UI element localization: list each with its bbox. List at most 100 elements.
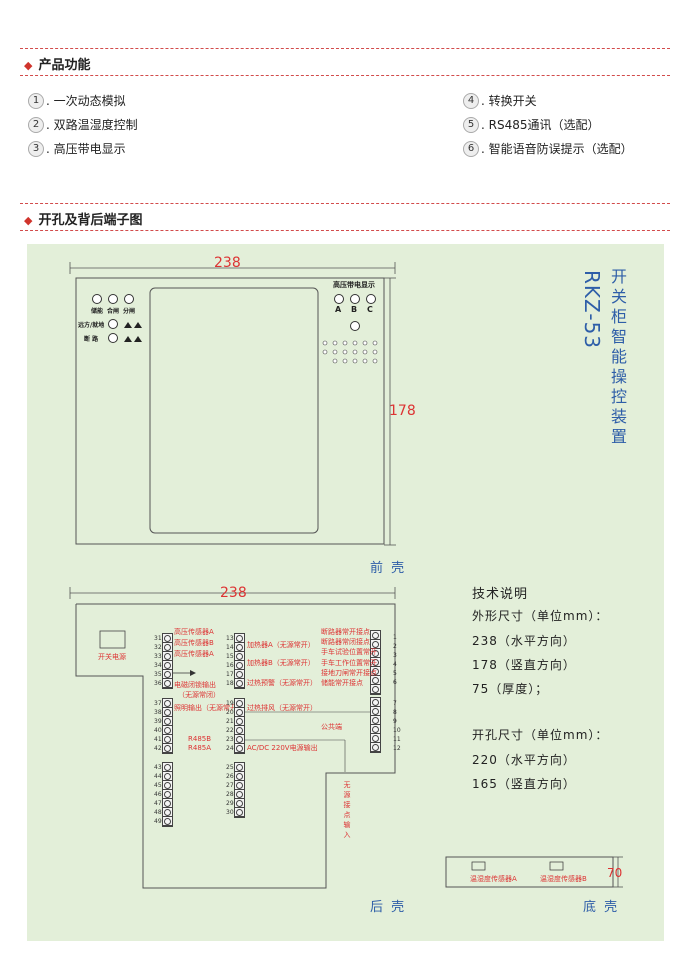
label-acdc-output: AC/DC 220V电源输出: [247, 744, 318, 752]
feature-number: 1: [28, 92, 44, 109]
lamp-label-open: 分闸: [123, 308, 136, 315]
terminal-number: 14: [226, 644, 234, 651]
terminal-number: 34: [154, 662, 162, 669]
spec-cutout-height: 165（竖直方向）: [472, 777, 576, 791]
label-hv-sensor-a: 高压传感器A: [174, 628, 214, 636]
feature-item-6: 6. 智能语音防误提示（选配）: [463, 140, 633, 157]
feature-item-3: 3. 高压带电显示: [28, 140, 126, 157]
terminal-number: 49: [154, 818, 162, 825]
phase-c-label: C: [367, 305, 373, 314]
note-char: 源: [343, 791, 351, 799]
front-caption: 前 壳: [370, 561, 407, 576]
terminal-number: 35: [154, 671, 162, 678]
terminal-block-col1-bottom: [162, 762, 173, 827]
divider-mid: [20, 203, 670, 204]
spec-outline-height: 178（竖直方向）: [472, 658, 576, 672]
lamp-label-close: 合闸: [107, 308, 120, 315]
terminal-number: 17: [226, 671, 234, 678]
terminal-block-col2-mid: [234, 698, 245, 754]
label-hv-sensor-b: 高压传感器B: [174, 639, 214, 647]
terminal-number: 38: [154, 709, 162, 716]
power-switch-label: 开关电源: [98, 653, 126, 661]
terminal-number: 10: [393, 727, 401, 734]
terminal-number: 29: [226, 800, 234, 807]
functions-title-text: 产品功能: [38, 58, 91, 73]
label-passive-nc: （无源常闭）: [178, 691, 220, 699]
terminal-number: 13: [226, 635, 234, 642]
hv-display-title: 高压带电显示: [333, 281, 375, 289]
terminal-number: 30: [226, 809, 234, 816]
terminal-number: 15: [226, 653, 234, 660]
terminal-number: 39: [154, 718, 162, 725]
terminal-number: 26: [226, 773, 234, 780]
terminal-number: 40: [154, 727, 162, 734]
bottom-caption: 底 壳: [583, 900, 620, 915]
product-name: 开关柜智能操控装置: [608, 268, 627, 448]
label-sensor-b: 温湿度传感器B: [540, 875, 587, 883]
note-char: 无: [343, 781, 351, 789]
terminals-title-text: 开孔及背后端子图: [38, 213, 143, 228]
terminal-number: 12: [393, 745, 401, 752]
label-common: 公共端: [321, 723, 342, 731]
bottom-height-dimension: 70: [607, 866, 623, 880]
terminal-number: 43: [154, 764, 162, 771]
phase-b-label: B: [351, 305, 358, 314]
label-trolley-test: 手车试验位置常开: [321, 648, 377, 656]
divider-top: [20, 48, 670, 49]
label-r485a: R485A: [188, 744, 212, 752]
label-earth-switch: 接地刀闸常开接点: [321, 669, 377, 677]
remote-local-label: 远方/就地: [78, 322, 105, 329]
terminal-number: 18: [226, 680, 234, 687]
breaker-label: 断 路: [84, 336, 99, 343]
col2-numbers-bottom: 25 26 27 28 29 30: [226, 763, 234, 817]
terminal-number: 11: [393, 736, 401, 743]
terminal-number: 3: [393, 652, 397, 659]
front-width-dimension: 238: [214, 255, 241, 271]
note-char: 接: [343, 801, 351, 809]
terminal-number: 5: [393, 670, 397, 677]
label-overheat-warning: 过热预警（无源常开）: [247, 679, 317, 687]
terminal-number: 6: [393, 679, 397, 686]
terminal-number: 20: [226, 709, 234, 716]
product-model: RKZ-53: [580, 270, 604, 350]
feature-text: . 双路温湿度控制: [46, 118, 138, 132]
note-char: 输: [343, 821, 351, 829]
terminal-number: 22: [226, 727, 234, 734]
label-breaker-nc: 断路器常闭接点: [321, 638, 370, 646]
terminal-number: 45: [154, 782, 162, 789]
label-sensor-a: 温湿度传感器A: [470, 875, 517, 883]
passive-input-note: 无 源 接 点 输 入: [342, 780, 352, 840]
terminal-number: 41: [154, 736, 162, 743]
feature-text: . 智能语音防误提示（选配）: [481, 142, 633, 156]
feature-item-1: 1. 一次动态模拟: [28, 92, 126, 109]
terminal-number: 28: [226, 791, 234, 798]
lamp-label-storage: 储能: [91, 308, 104, 315]
terminal-number: 23: [226, 736, 234, 743]
feature-number: 2: [28, 116, 44, 133]
terminal-number: 27: [226, 782, 234, 789]
phase-a-label: A: [335, 305, 342, 314]
terminal-block-col1-top: [162, 633, 173, 689]
spec-outline-width: 238（水平方向）: [472, 634, 576, 648]
terminal-block-col2-top: [234, 633, 245, 689]
note-char: 入: [343, 831, 351, 839]
terminal-number: 46: [154, 791, 162, 798]
terminal-number: 42: [154, 745, 162, 752]
diamond-icon: ◆: [24, 59, 33, 72]
terminal-number: 48: [154, 809, 162, 816]
label-em-lock-output: 电磁闭锁输出: [174, 681, 216, 689]
feature-number: 5: [463, 116, 479, 133]
back-caption: 后 壳: [370, 900, 407, 915]
terminal-number: 2: [393, 643, 397, 650]
label-r485b: R485B: [188, 735, 212, 743]
spec-outline-label: 外形尺寸（单位mm）：: [472, 609, 609, 623]
label-heater-b: 加热器B（无源常开）: [247, 659, 315, 667]
terminal-number: 8: [393, 709, 397, 716]
terminal-number: 25: [226, 764, 234, 771]
